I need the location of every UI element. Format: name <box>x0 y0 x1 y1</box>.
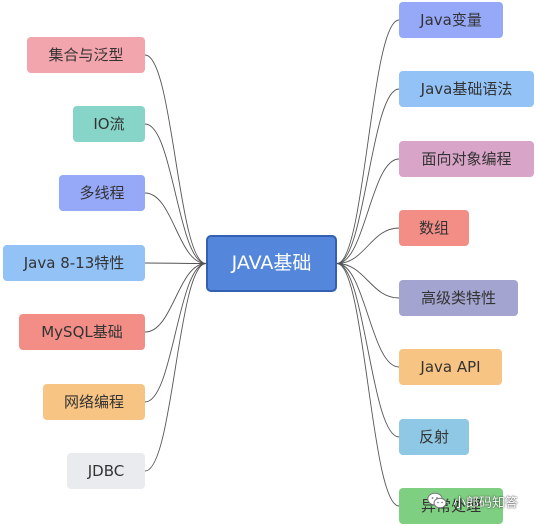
right-node-3[interactable]: 面向对象编程 <box>399 141 534 177</box>
right-link-8 <box>336 263 400 507</box>
right-node-7[interactable]: 反射 <box>399 419 469 455</box>
left-link-3 <box>144 192 207 264</box>
center-node[interactable]: JAVA基础 <box>206 235 337 292</box>
right-link-5 <box>336 263 400 299</box>
left-link-1 <box>144 54 207 264</box>
left-node-1[interactable]: 集合与泛型 <box>27 37 145 73</box>
right-node-1[interactable]: Java变量 <box>399 2 503 38</box>
right-node-2[interactable]: Java基础语法 <box>399 71 534 107</box>
right-link-4 <box>336 227 400 264</box>
right-node-4[interactable]: 数组 <box>399 210 469 246</box>
left-node-6[interactable]: 网络编程 <box>43 384 145 420</box>
right-link-2 <box>336 88 400 264</box>
wechat-icon <box>427 492 447 509</box>
right-link-1 <box>336 19 400 264</box>
right-node-6[interactable]: Java API <box>399 349 502 385</box>
left-link-2 <box>144 123 207 264</box>
left-node-5[interactable]: MySQL基础 <box>19 314 145 350</box>
watermark-text: 小郎码知答 <box>453 495 519 511</box>
left-node-4[interactable]: Java 8-13特性 <box>3 245 145 281</box>
left-link-7 <box>144 263 207 472</box>
left-node-3[interactable]: 多线程 <box>59 175 145 211</box>
left-node-2[interactable]: IO流 <box>73 106 145 142</box>
left-link-4 <box>144 262 207 264</box>
watermark: 小郎码知答 <box>427 490 518 512</box>
right-link-7 <box>336 263 400 438</box>
right-link-6 <box>336 263 400 368</box>
right-node-5[interactable]: 高级类特性 <box>399 280 518 316</box>
right-link-3 <box>336 158 400 264</box>
left-link-6 <box>144 263 207 403</box>
left-node-7[interactable]: JDBC <box>67 453 145 489</box>
left-link-5 <box>144 263 207 333</box>
